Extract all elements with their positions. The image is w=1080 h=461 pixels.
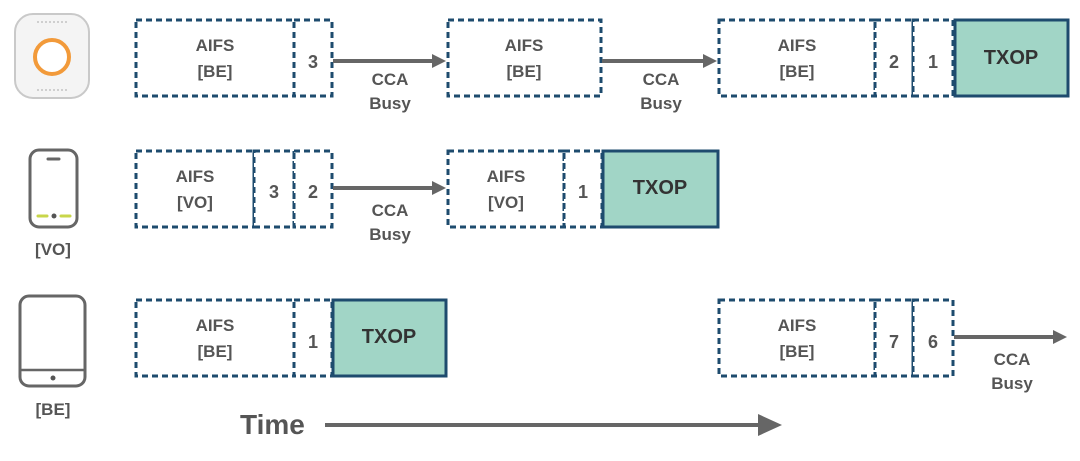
svg-text:Busy: Busy	[640, 94, 682, 113]
row2-txop: TXOP	[601, 149, 720, 229]
row2-cca-busy-arrow: CCA Busy	[333, 181, 446, 244]
svg-text:1: 1	[578, 182, 588, 202]
tablet-ac-label: [BE]	[36, 400, 71, 419]
time-arrowhead	[758, 414, 782, 436]
svg-text:CCA: CCA	[643, 70, 680, 89]
row1-cca-busy-arrow-1: CCA Busy	[333, 54, 446, 113]
row1-counter-3: 3	[292, 18, 334, 98]
svg-text:CCA: CCA	[994, 350, 1031, 369]
svg-text:AIFS: AIFS	[196, 36, 235, 55]
svg-text:TXOP: TXOP	[633, 177, 687, 199]
row2-aifs-vo-box-2: AIFS [VO]	[446, 149, 566, 229]
svg-text:CCA: CCA	[372, 70, 409, 89]
svg-text:1: 1	[308, 332, 318, 352]
row2-aifs-vo-box-1: AIFS [VO]	[134, 149, 256, 229]
svg-text:AIFS: AIFS	[176, 167, 215, 186]
svg-text:AIFS: AIFS	[487, 167, 526, 186]
row1-aifs-be-box-1: AIFS [BE]	[134, 18, 296, 98]
phone-icon	[28, 148, 79, 229]
svg-text:[VO]: [VO]	[177, 193, 213, 212]
time-label: Time	[240, 409, 305, 440]
row2-counter-3: 3	[252, 149, 296, 229]
svg-text:2: 2	[889, 52, 899, 72]
svg-text:Busy: Busy	[369, 225, 411, 244]
svg-text:6: 6	[928, 332, 938, 352]
svg-text:7: 7	[889, 332, 899, 352]
svg-text:TXOP: TXOP	[984, 47, 1038, 69]
ap-icon	[14, 13, 90, 99]
svg-text:AIFS: AIFS	[778, 316, 817, 335]
svg-text:Busy: Busy	[369, 94, 411, 113]
svg-text:[BE]: [BE]	[780, 62, 815, 81]
svg-text:AIFS: AIFS	[778, 36, 817, 55]
phone-ac-label: [VO]	[35, 240, 71, 259]
row1-cca-busy-arrow-2: CCA Busy	[602, 54, 717, 113]
row1-aifs-be-box-3: AIFS [BE]	[717, 18, 877, 98]
row1-txop: TXOP	[953, 18, 1070, 98]
row1-aifs-be-box-2: AIFS [BE]	[446, 18, 603, 98]
row1-counter-2: 2	[873, 18, 915, 98]
row3-aifs-be-box-1: AIFS [BE]	[134, 298, 296, 378]
svg-text:AIFS: AIFS	[505, 36, 544, 55]
svg-text:2: 2	[308, 182, 318, 202]
svg-text:CCA: CCA	[372, 201, 409, 220]
svg-text:[BE]: [BE]	[507, 62, 542, 81]
row2-counter-2: 2	[292, 149, 334, 229]
row1-counter-1: 1	[911, 18, 955, 98]
svg-text:[BE]: [BE]	[198, 62, 233, 81]
svg-text:TXOP: TXOP	[362, 326, 416, 348]
svg-text:AIFS: AIFS	[196, 316, 235, 335]
row3-cca-busy-arrow: CCA Busy	[954, 330, 1067, 393]
row3-counter-7: 7	[873, 298, 915, 378]
row3-counter-1: 1	[292, 298, 334, 378]
svg-text:[BE]: [BE]	[198, 342, 233, 361]
row3-txop: TXOP	[331, 298, 448, 378]
row3-aifs-be-box-2: AIFS [BE]	[717, 298, 877, 378]
svg-text:Busy: Busy	[991, 374, 1033, 393]
svg-text:[VO]: [VO]	[488, 193, 524, 212]
svg-text:[BE]: [BE]	[780, 342, 815, 361]
svg-text:3: 3	[269, 182, 279, 202]
row3-counter-6: 6	[911, 298, 955, 378]
svg-text:1: 1	[928, 52, 938, 72]
tablet-icon	[18, 294, 87, 388]
svg-text:3: 3	[308, 52, 318, 72]
row2-counter-1: 1	[562, 149, 604, 229]
time-axis: Time	[240, 409, 782, 440]
